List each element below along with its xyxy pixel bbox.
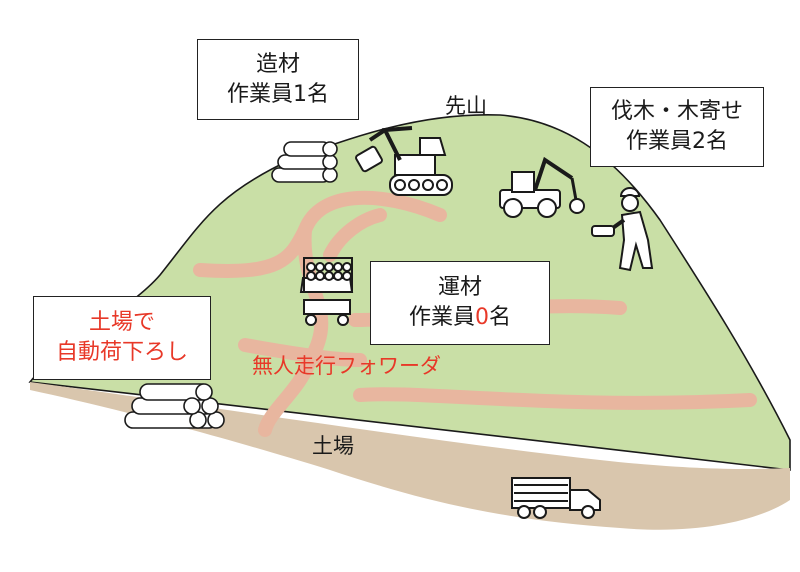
auto-unload-line2: 自動荷下ろし [55, 340, 188, 365]
log-pile-landing-icon [124, 383, 225, 429]
processing-workers: 作業員1名 [227, 81, 329, 107]
unmanned-forwarder-label: 無人走行フォワーダ [252, 354, 441, 378]
felling-workers: 作業員2名 [626, 129, 728, 154]
processing-title: 造材 [255, 51, 300, 77]
forwarder-icon [299, 257, 354, 326]
chainsaw-worker-icon [591, 187, 654, 272]
transport-workers: 作業員0名 [408, 305, 512, 330]
auto-unload-box: 土場で 自動荷下ろし [33, 296, 211, 380]
grapple-machine-icon [499, 156, 585, 218]
harvester-icon [355, 126, 453, 196]
sakiyama-label: 先山 [445, 94, 487, 118]
felling-box: 伐木・木寄せ 作業員2名 [590, 87, 764, 167]
auto-unload-line1: 土場で [88, 310, 155, 336]
felling-title: 伐木・木寄せ [610, 99, 743, 125]
transport-box: 運材 作業員0名 [370, 261, 550, 345]
transport-title: 運材 [437, 275, 482, 301]
log-truck-icon [511, 477, 601, 519]
processing-box: 造材 作業員1名 [197, 39, 359, 120]
landing-label: 土場 [312, 434, 354, 458]
log-pile-top-icon [271, 141, 338, 183]
